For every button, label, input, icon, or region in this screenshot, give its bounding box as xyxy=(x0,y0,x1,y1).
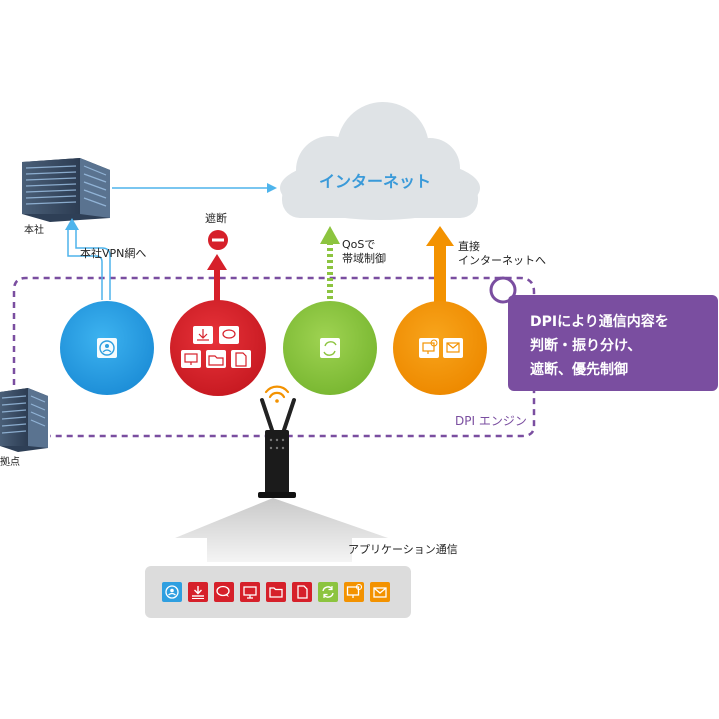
block-arrow xyxy=(207,230,228,306)
sync-icon xyxy=(318,582,338,602)
user-icon xyxy=(162,582,182,602)
callout-line-1: DPIにより通信内容を xyxy=(530,314,669,330)
qos-label-line2: 帯域制御 xyxy=(342,252,386,265)
vpn-route-arrow xyxy=(65,218,111,300)
router-icon xyxy=(258,398,296,498)
wifi-icon xyxy=(264,385,290,403)
internet-label: インターネット xyxy=(318,172,431,191)
qos-arrow xyxy=(320,226,340,306)
callout-line-2: 判断・振り分け、 xyxy=(530,338,642,354)
direct-circle xyxy=(393,301,487,395)
document-icon xyxy=(292,582,312,602)
download-icon xyxy=(188,582,208,602)
direct-label-line2: インターネットへ xyxy=(458,254,546,267)
internet-cloud xyxy=(280,102,480,220)
branch-building-icon xyxy=(0,388,48,452)
qos-label-line1: QoSで xyxy=(342,238,376,251)
vpn-circle xyxy=(60,301,154,395)
block-label: 遮断 xyxy=(205,212,227,225)
chat-icon xyxy=(214,582,234,602)
block-circle xyxy=(170,300,266,396)
hq-label: 本社 xyxy=(24,225,44,236)
monitor-icon xyxy=(240,582,260,602)
dpi-callout: DPIにより通信内容を 判断・振り分け、 遮断、優先制御 xyxy=(508,295,718,391)
hq-to-internet-arrow xyxy=(112,183,277,193)
traffic-label: アプリケーション通信 xyxy=(348,543,458,556)
dpi-engine-boundary xyxy=(12,276,536,438)
direct-arrow xyxy=(426,226,454,306)
dpi-engine-label: DPI エンジン xyxy=(455,414,527,428)
traffic-arrow xyxy=(175,498,388,562)
direct-label-line1: 直接 xyxy=(458,240,480,253)
application-tray xyxy=(145,566,411,618)
mail-icon xyxy=(370,582,390,602)
callout-line-3: 遮断、優先制御 xyxy=(530,362,628,378)
folder-icon xyxy=(266,582,286,602)
branch-label: 拠点 xyxy=(0,457,20,468)
qos-circle xyxy=(283,301,377,395)
remote-desktop-icon xyxy=(344,582,364,602)
hq-building-icon xyxy=(22,158,110,222)
vpn-label: 本社VPN網へ xyxy=(80,247,147,260)
